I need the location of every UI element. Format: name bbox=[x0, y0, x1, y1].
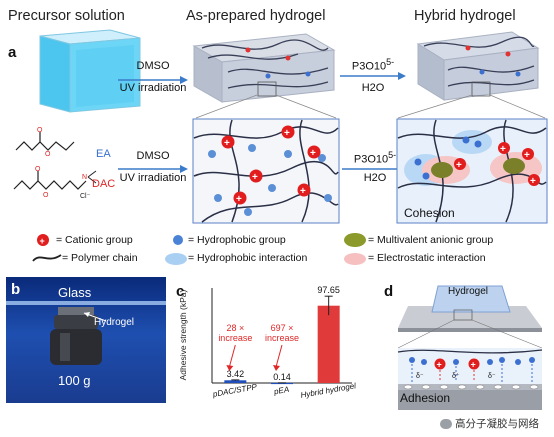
photo-scene bbox=[6, 301, 166, 365]
svg-text:+: + bbox=[300, 186, 306, 197]
svg-text:+: + bbox=[236, 194, 242, 205]
svg-text:+: + bbox=[471, 360, 476, 370]
tick-label: pDAC/STPP bbox=[211, 382, 258, 399]
arrow-top-reagent: DMSO bbox=[136, 60, 170, 72]
svg-text:N: N bbox=[82, 174, 87, 181]
header-hybrid: Hybrid hydrogel bbox=[414, 8, 516, 24]
legend-polymer-chain: = Polymer chain bbox=[62, 252, 138, 264]
svg-text:O: O bbox=[35, 166, 41, 173]
dac-label: DAC bbox=[92, 178, 116, 190]
arrow-mid-left bbox=[118, 165, 188, 173]
delta-minus-2: δ⁻ bbox=[488, 373, 496, 380]
arrow-top-condition: UV irradiation bbox=[119, 82, 187, 94]
hydrophobic-group-icon bbox=[173, 235, 183, 245]
annotation-arrowhead bbox=[226, 365, 234, 371]
svg-text:+: + bbox=[524, 150, 530, 161]
svg-text:+: + bbox=[252, 172, 258, 183]
electrostatic-interaction-icon bbox=[344, 253, 366, 265]
delta-plus-1: δ⁺ bbox=[452, 373, 460, 380]
svg-text:+: + bbox=[224, 138, 230, 149]
bar bbox=[271, 382, 293, 385]
legend-multivalent: = Multivalent anionic group bbox=[368, 234, 494, 246]
svg-text:+: + bbox=[437, 360, 442, 370]
panel-label-a: a bbox=[8, 44, 17, 61]
hydrophobic-interaction-icon bbox=[165, 253, 187, 265]
increase-annotation: increase bbox=[218, 333, 252, 343]
svg-text:+: + bbox=[500, 144, 506, 155]
data-label: 97.65 bbox=[317, 285, 340, 295]
chloride-label: Cl⁻ bbox=[80, 193, 91, 200]
svg-text:O: O bbox=[45, 151, 51, 158]
watermark: 高分子凝胶与网络 bbox=[440, 416, 539, 431]
panel-d-adhesion-label: Adhesion bbox=[400, 391, 451, 405]
legend-hydrophobic-interaction: = Hydrophobic interaction bbox=[188, 252, 308, 264]
bar bbox=[224, 380, 247, 383]
photo-weight-label: 100 g bbox=[58, 373, 91, 388]
cationic-icon: + bbox=[37, 234, 49, 246]
precursor-solution-box bbox=[39, 29, 141, 113]
data-label: 3.42 bbox=[227, 369, 245, 379]
increase-annotation: increase bbox=[265, 333, 299, 343]
legend-hydrophobic-group: = Hydrophobic group bbox=[188, 234, 286, 246]
dac-structure: O O N bbox=[13, 166, 97, 199]
multivalent-anion-icon bbox=[344, 233, 366, 247]
hybrid-zoom-box: + + + + bbox=[396, 118, 548, 224]
arrow-right-top-solvent: H2O bbox=[361, 82, 385, 94]
tick-label: pEA bbox=[272, 385, 289, 397]
svg-text:+: + bbox=[530, 176, 536, 187]
increase-annotation: 697 × bbox=[271, 323, 294, 333]
chart-ylabel: Adhesive strength (kPa) bbox=[178, 289, 188, 381]
arrow-mid-condition: UV irradiation bbox=[119, 172, 187, 184]
arrow-top-right bbox=[340, 72, 406, 80]
panel-d-hydrogel-label: Hydrogel bbox=[448, 286, 489, 297]
arrow-mid-reagent: DMSO bbox=[136, 150, 170, 162]
annotation-arrowhead bbox=[273, 365, 280, 371]
tick-label: Hybrid hydrogel bbox=[300, 381, 357, 400]
annotation-arrow bbox=[275, 344, 283, 368]
polymer-chain-icon bbox=[32, 254, 62, 262]
photo-panel: b Glass Hydrogel 100 g bbox=[6, 277, 166, 403]
svg-text:+: + bbox=[456, 160, 462, 171]
legend-cationic: = Cationic group bbox=[56, 234, 133, 246]
adhesion-diagram: + + bbox=[397, 285, 543, 410]
zoom-lines bbox=[195, 94, 546, 119]
arrow-right-mid-reagent: P3O105- bbox=[353, 150, 397, 166]
header-precursor: Precursor solution bbox=[8, 8, 125, 24]
bar bbox=[317, 305, 340, 383]
photo-hydrogel-label: Hydrogel bbox=[94, 317, 135, 328]
svg-text:O: O bbox=[37, 127, 43, 134]
annotation-arrow bbox=[228, 344, 236, 368]
photo-glass-label: Glass bbox=[58, 285, 92, 300]
svg-text:+: + bbox=[40, 236, 45, 246]
data-label: 0.14 bbox=[273, 372, 291, 382]
arrow-right-top-reagent: P3O105- bbox=[351, 57, 395, 73]
panel-label-c: c bbox=[176, 283, 185, 300]
panel-label-d: d bbox=[384, 283, 394, 300]
wechat-icon bbox=[440, 419, 452, 430]
arrow-top-left bbox=[118, 76, 188, 84]
as-prepared-hydrogel-block bbox=[192, 33, 336, 103]
cohesion-label: Cohesion bbox=[404, 206, 455, 220]
arrow-right-mid-solvent: H2O bbox=[363, 172, 387, 184]
ea-structure: O O bbox=[15, 127, 75, 158]
legend-electrostatic: = Electrostatic interaction bbox=[368, 252, 486, 264]
svg-text:O: O bbox=[43, 192, 49, 199]
hybrid-hydrogel-block bbox=[416, 31, 540, 101]
increase-annotation: 28 × bbox=[226, 323, 244, 333]
as-prepared-zoom-box: + + + + + + bbox=[192, 118, 340, 224]
header-as-prepared: As-prepared hydrogel bbox=[186, 8, 326, 24]
ea-label: EA bbox=[96, 148, 111, 160]
panel-label-b: b bbox=[11, 281, 21, 298]
delta-minus-1: δ⁻ bbox=[416, 373, 424, 380]
svg-text:+: + bbox=[284, 128, 290, 139]
svg-text:+: + bbox=[310, 148, 316, 159]
